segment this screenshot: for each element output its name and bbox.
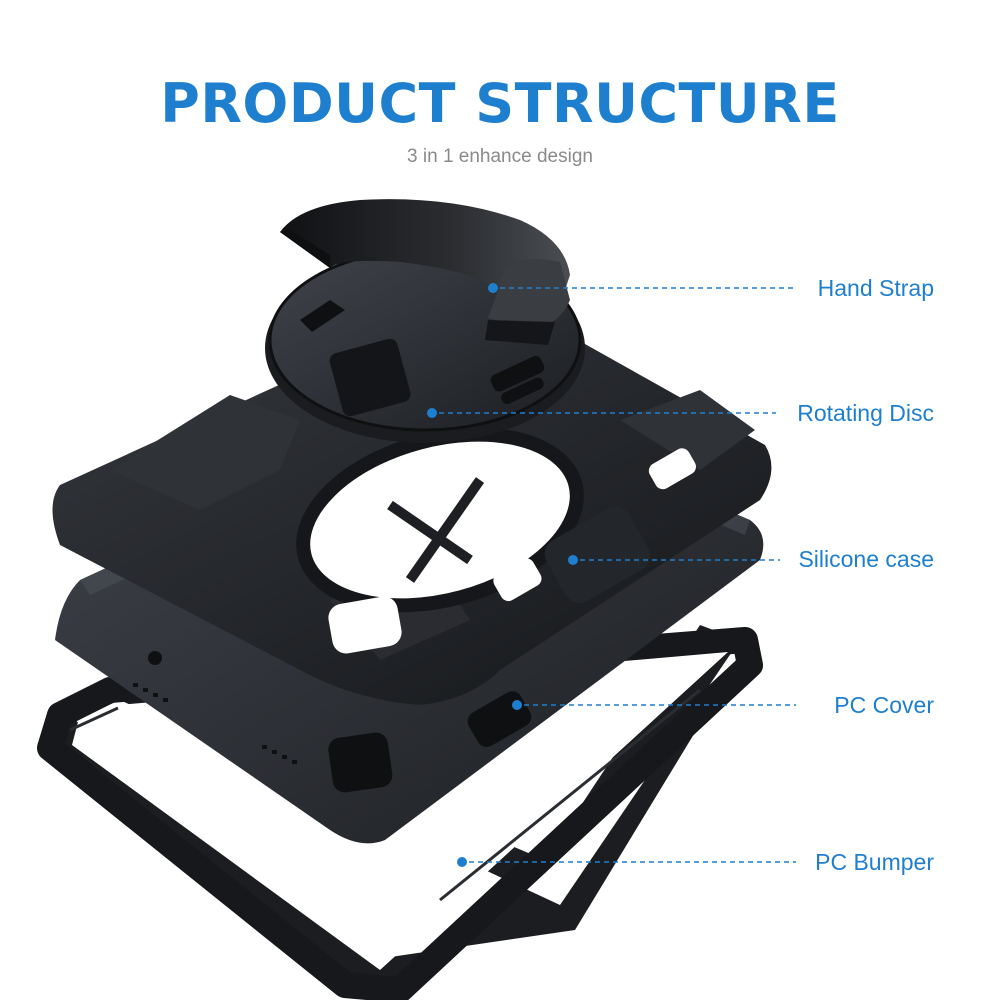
page-title: PRODUCT STRUCTURE <box>160 72 840 135</box>
callout-rotating-disc: Rotating Disc <box>797 400 934 426</box>
callout-hand-strap: Hand Strap <box>817 275 934 301</box>
silicone-case-shell <box>52 330 772 705</box>
callout-leader-silicone-case <box>568 555 780 565</box>
page-subtitle: 3 in 1 enhance design <box>407 146 593 167</box>
callout-pc-bumper: PC Bumper <box>815 849 934 875</box>
hand-strap <box>280 199 570 345</box>
callout-silicone-case: Silicone case <box>798 546 934 572</box>
callout-leader-pc-bumper <box>457 857 796 867</box>
callout-leader-pc-cover <box>512 700 796 710</box>
callout-pc-cover: PC Cover <box>834 692 934 718</box>
callout-leaders <box>427 283 796 867</box>
callout-leader-rotating-disc <box>427 408 776 418</box>
callout-leader-hand-strap <box>488 283 796 293</box>
